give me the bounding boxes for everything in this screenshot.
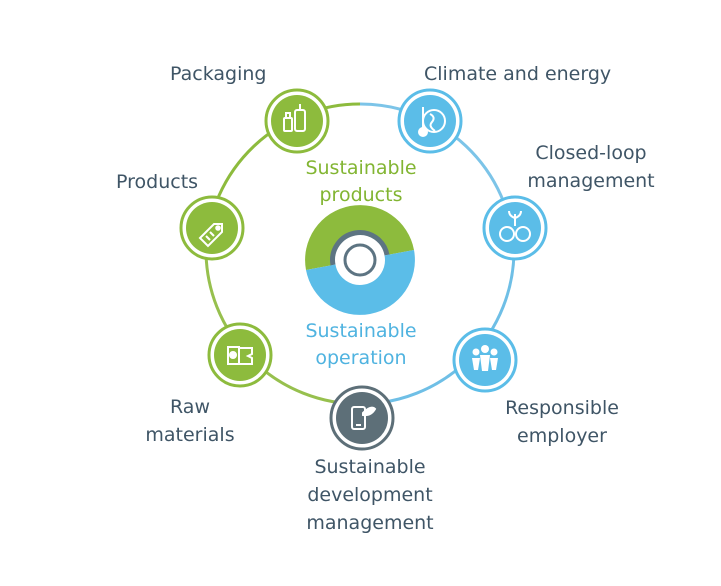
hub-core xyxy=(343,243,377,277)
label-employer: Responsible employer xyxy=(492,394,632,450)
hub-label-operation: Sustainable operation xyxy=(290,318,432,372)
center-hub xyxy=(305,205,415,315)
node-climate[interactable] xyxy=(397,88,463,154)
node-products[interactable] xyxy=(179,195,245,261)
label-employer-line2: employer xyxy=(517,425,607,447)
hub-label-products-line1: Sustainable xyxy=(305,157,417,179)
node-closed-loop[interactable] xyxy=(482,195,548,261)
label-sd-management-line3: management xyxy=(306,512,434,534)
label-products-line1: Products xyxy=(116,171,199,193)
hub-inner-arc-bottom xyxy=(330,254,390,290)
hub-label-products: Sustainable products xyxy=(292,155,430,209)
label-sd-management-line1: Sustainable xyxy=(314,456,426,478)
hub-label-operation-line1: Sustainable xyxy=(305,320,417,342)
label-climate-line1: Climate and energy xyxy=(424,63,612,85)
label-sd-management-line2: development xyxy=(307,484,433,506)
hub-label-products-line2: products xyxy=(319,184,403,206)
hub-label-operation-line2: operation xyxy=(315,347,407,369)
label-raw-line1: Raw xyxy=(170,396,210,418)
label-packaging: Packaging xyxy=(170,60,266,88)
label-closed-loop-line2: management xyxy=(527,170,655,192)
hub-inner-arc-top xyxy=(330,230,390,266)
node-packaging[interactable] xyxy=(264,88,330,154)
phone-leaf-icon xyxy=(351,406,377,430)
node-employer[interactable] xyxy=(452,327,518,393)
raw-materials-icon xyxy=(227,346,253,365)
bottles-icon xyxy=(283,104,306,132)
thermometer-globe-icon xyxy=(418,107,446,137)
label-raw-line2: materials xyxy=(145,424,235,446)
label-sd-management: Sustainable development management xyxy=(292,453,448,537)
tag-icon xyxy=(198,223,223,248)
label-raw: Raw materials xyxy=(132,393,248,449)
label-employer-line1: Responsible xyxy=(505,397,619,419)
node-raw[interactable] xyxy=(207,322,273,388)
recycle-loop-icon xyxy=(499,210,531,242)
label-packaging-line1: Packaging xyxy=(170,63,267,85)
node-sd-management[interactable] xyxy=(329,385,395,451)
people-icon xyxy=(472,345,498,371)
label-products: Products xyxy=(116,168,198,196)
label-closed-loop-line1: Closed-loop xyxy=(535,142,647,164)
label-climate: Climate and energy xyxy=(424,60,611,88)
label-closed-loop: Closed-loop management xyxy=(518,139,664,195)
